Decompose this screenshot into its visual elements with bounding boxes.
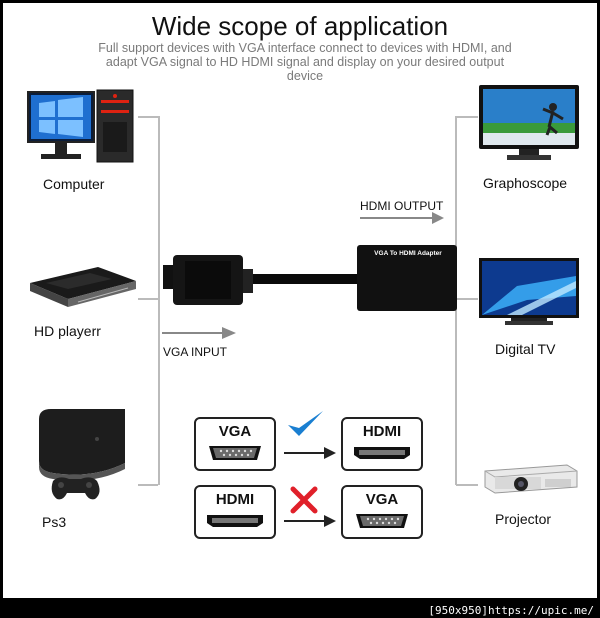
- left-tick-mid: [138, 298, 158, 300]
- compat-row1-hdmi-box: HDMI: [341, 417, 423, 471]
- right-tick-bottom: [456, 484, 478, 486]
- left-bracket-line: [158, 116, 160, 485]
- graphoscope-label: Graphoscope: [483, 175, 568, 191]
- monitor-icon: [479, 85, 579, 160]
- vga-hdmi-adapter-cable: [163, 245, 457, 311]
- computer-label: Computer: [43, 176, 105, 192]
- ps3-console-icon: [39, 409, 125, 500]
- compat-row2-vga-box: VGA: [341, 485, 423, 539]
- infographic-frame: Wide scope of application Full support d…: [3, 3, 597, 598]
- tv-icon: [479, 258, 579, 325]
- right-tick-top: [456, 116, 478, 118]
- digital-tv-label: Digital TV: [495, 341, 556, 357]
- hd-player-icon: [30, 267, 136, 307]
- left-tick-top: [138, 116, 158, 118]
- hdmi-output-label: HDMI OUTPUT: [360, 199, 444, 213]
- image-host-footer: [950x950]https://upic.me/: [428, 604, 594, 617]
- ps3-label: Ps3: [42, 514, 67, 530]
- desktop-computer-icon: [27, 89, 134, 163]
- adapter-label: VGA To HDMI Adapter: [374, 250, 442, 257]
- left-tick-bottom: [138, 484, 158, 486]
- cross-icon: [290, 486, 318, 514]
- right-tick-mid: [456, 298, 478, 300]
- row1-arrow-icon: [284, 447, 336, 459]
- projector-label: Projector: [495, 511, 552, 527]
- check-icon: [288, 411, 323, 436]
- vga-port-icon: [209, 446, 261, 460]
- hdmi-port-icon: [207, 515, 263, 527]
- projector-icon: [484, 464, 578, 494]
- compat-row2-hdmi-box: HDMI: [194, 485, 276, 539]
- compat-row1-from-label: VGA: [218, 423, 252, 440]
- vga-input-arrow-icon: [162, 327, 236, 339]
- compat-row1-to-label: HDMI: [362, 423, 402, 440]
- hdmi-port-icon: [354, 447, 410, 459]
- hdmi-output-arrow-icon: [360, 212, 444, 224]
- vga-port-icon: [356, 514, 408, 528]
- vga-input-label: VGA INPUT: [163, 345, 228, 359]
- compat-row1-vga-box: VGA: [194, 417, 276, 471]
- compat-row2-from-label: HDMI: [215, 491, 255, 508]
- hd-player-label: HD playerr: [34, 323, 101, 339]
- subtitle: Full support devices with VGA interface …: [98, 41, 512, 83]
- row2-arrow-icon: [284, 515, 336, 527]
- page-title: Wide scope of application: [151, 11, 449, 41]
- compat-row2-to-label: VGA: [365, 491, 399, 508]
